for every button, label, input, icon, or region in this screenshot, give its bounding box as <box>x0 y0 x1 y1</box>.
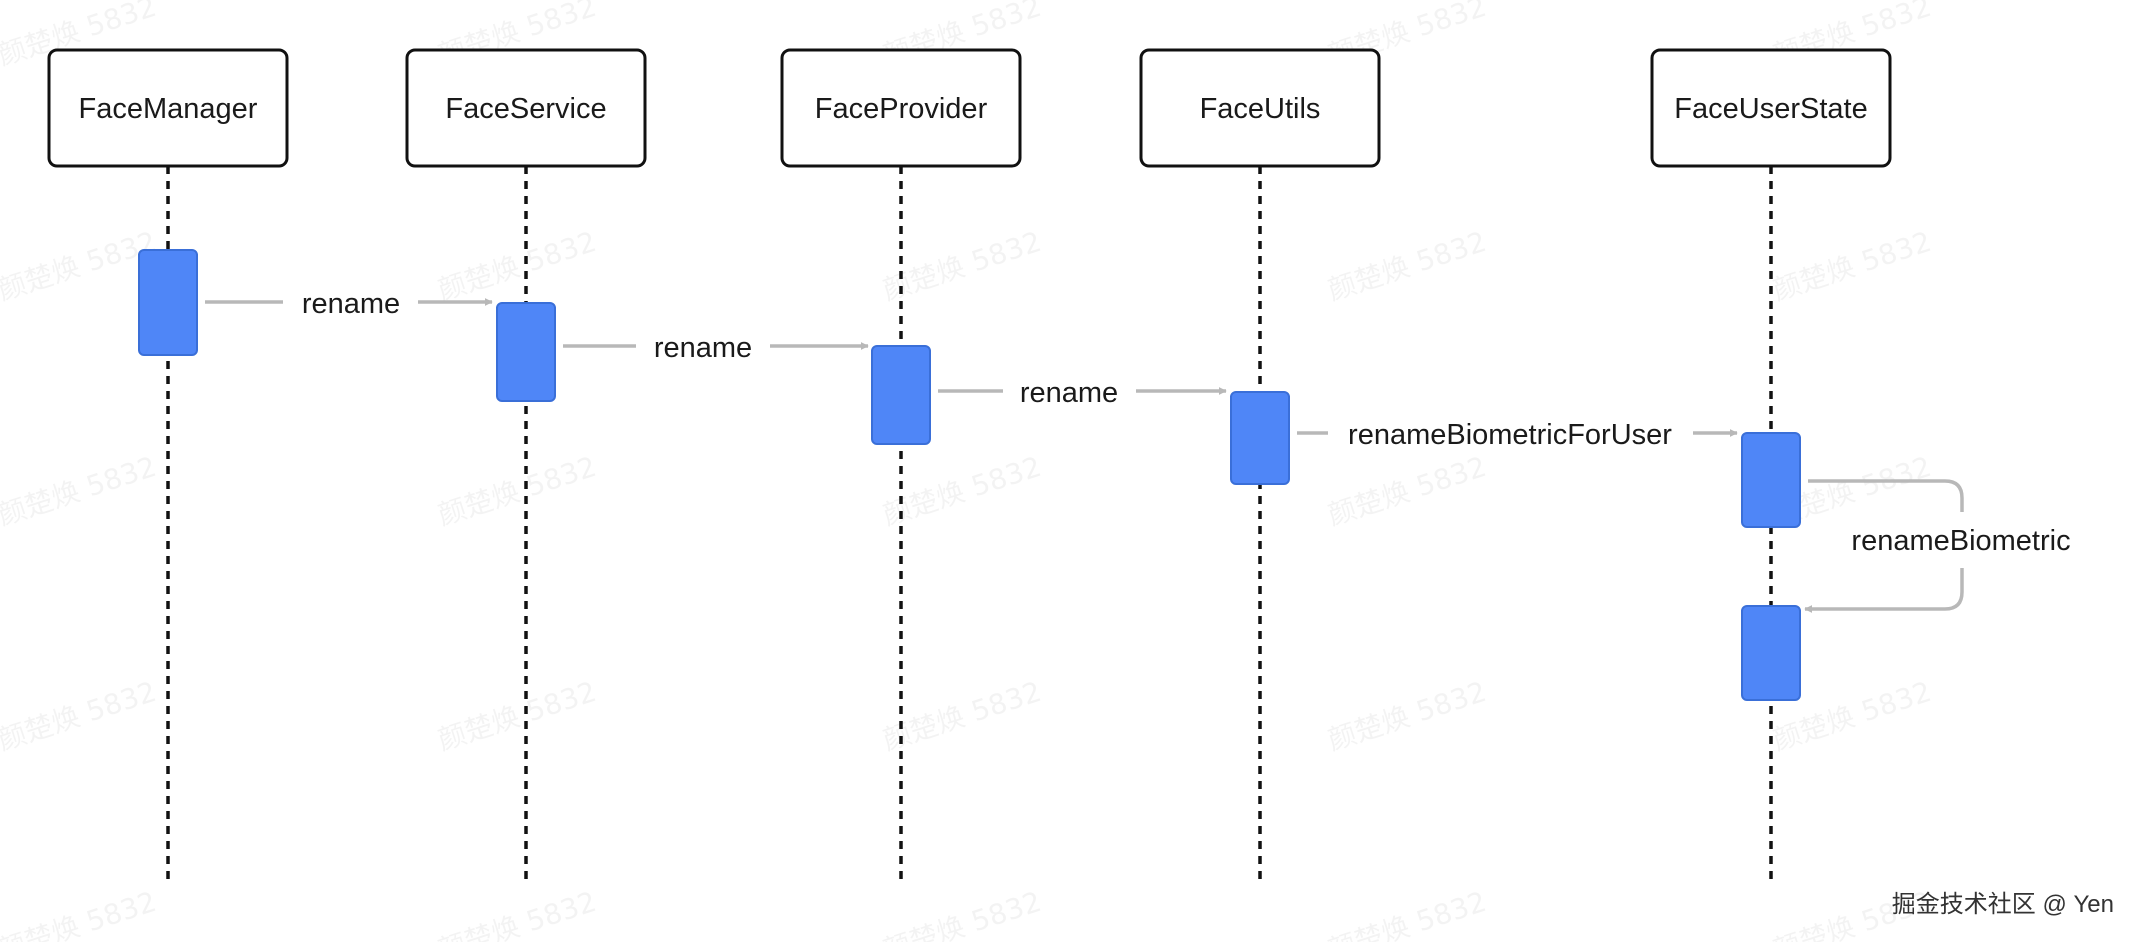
watermark-tile-8: 颜楚焕 5832 <box>1324 225 1490 307</box>
actor-label-face-utils: FaceUtils <box>1200 93 1321 125</box>
self-message-arrow-top <box>1808 479 1964 512</box>
message-label-5: renameBiometric <box>1851 525 2070 557</box>
self-message-arrow-bottom[interactable] <box>1804 568 1964 613</box>
watermark-tile-20: 颜楚焕 5832 <box>0 885 160 942</box>
watermark-tile-5: 颜楚焕 5832 <box>0 225 160 307</box>
watermark-tile-11: 颜楚焕 5832 <box>434 450 600 532</box>
actor-label-face-provider: FaceProvider <box>815 93 988 125</box>
message-arrows <box>205 298 1964 613</box>
message-label-2: rename <box>654 332 752 364</box>
actor-label-face-manager: FaceManager <box>79 93 258 125</box>
actor-box-face-user-state[interactable]: FaceUserState <box>1650 48 1892 168</box>
watermark-tile-7: 颜楚焕 5832 <box>879 225 1045 307</box>
watermark-tile-16: 颜楚焕 5832 <box>434 675 600 757</box>
watermark-tile-10: 颜楚焕 5832 <box>0 450 160 532</box>
watermark-tile-23: 颜楚焕 5832 <box>1324 885 1490 942</box>
actor-label-face-user-state: FaceUserState <box>1674 93 1867 125</box>
watermark-tile-13: 颜楚焕 5832 <box>1324 450 1490 532</box>
activation-bar-face-user-state-2[interactable] <box>1741 605 1801 701</box>
actor-box-face-utils[interactable]: FaceUtils <box>1139 48 1381 168</box>
watermark-tile-12: 颜楚焕 5832 <box>879 450 1045 532</box>
activation-bar-face-utils[interactable] <box>1230 391 1290 485</box>
message-label-1: rename <box>302 288 400 320</box>
activation-bar-face-service[interactable] <box>496 302 556 402</box>
message-labels: rename rename rename renameBiometricForU… <box>302 288 2071 557</box>
watermark-tile-6: 颜楚焕 5832 <box>434 225 600 307</box>
watermark-tile-21: 颜楚焕 5832 <box>434 885 600 942</box>
watermark-tile-17: 颜楚焕 5832 <box>879 675 1045 757</box>
activation-bars <box>138 249 1801 701</box>
actor-box-face-provider[interactable]: FaceProvider <box>780 48 1022 168</box>
message-label-4: renameBiometricForUser <box>1348 419 1672 451</box>
activation-bar-face-manager[interactable] <box>138 249 198 356</box>
activation-bar-face-user-state-1[interactable] <box>1741 432 1801 528</box>
watermark-tile-15: 颜楚焕 5832 <box>0 675 160 757</box>
watermark-tile-18: 颜楚焕 5832 <box>1324 675 1490 757</box>
actor-box-face-manager[interactable]: FaceManager <box>47 48 289 168</box>
actor-box-face-service[interactable]: FaceService <box>405 48 647 168</box>
activation-bar-face-provider[interactable] <box>871 345 931 445</box>
watermark-tile-9: 颜楚焕 5832 <box>1769 225 1935 307</box>
footer-credit: 掘金技术社区 @ Yen <box>1892 891 2114 918</box>
actor-label-face-service: FaceService <box>445 93 606 125</box>
watermark-tile-22: 颜楚焕 5832 <box>879 885 1045 942</box>
message-label-3: rename <box>1020 377 1118 409</box>
